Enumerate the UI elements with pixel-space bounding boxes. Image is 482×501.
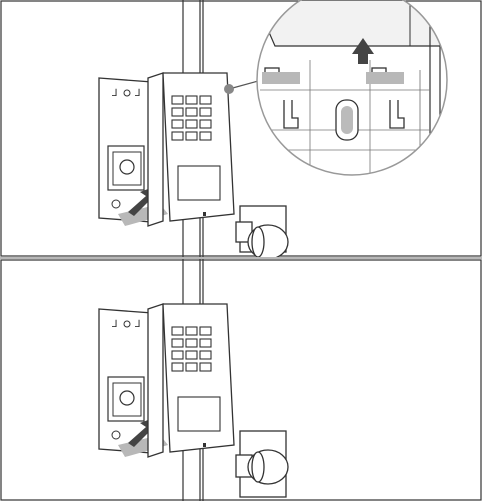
door-handle-icon bbox=[236, 206, 288, 257]
panel-step-1: ⅃ ⅃ bbox=[0, 0, 482, 257]
keypad-device-icon bbox=[148, 304, 234, 457]
door-handle-icon bbox=[236, 431, 288, 497]
svg-text:⅃: ⅃ bbox=[112, 319, 118, 330]
svg-text:⅃: ⅃ bbox=[112, 88, 118, 99]
svg-text:⅃: ⅃ bbox=[135, 319, 141, 330]
panel-step-2: ⅃ ⅃ bbox=[0, 259, 482, 501]
svg-text:⅃: ⅃ bbox=[135, 88, 141, 99]
keypad-device-icon bbox=[148, 73, 234, 226]
